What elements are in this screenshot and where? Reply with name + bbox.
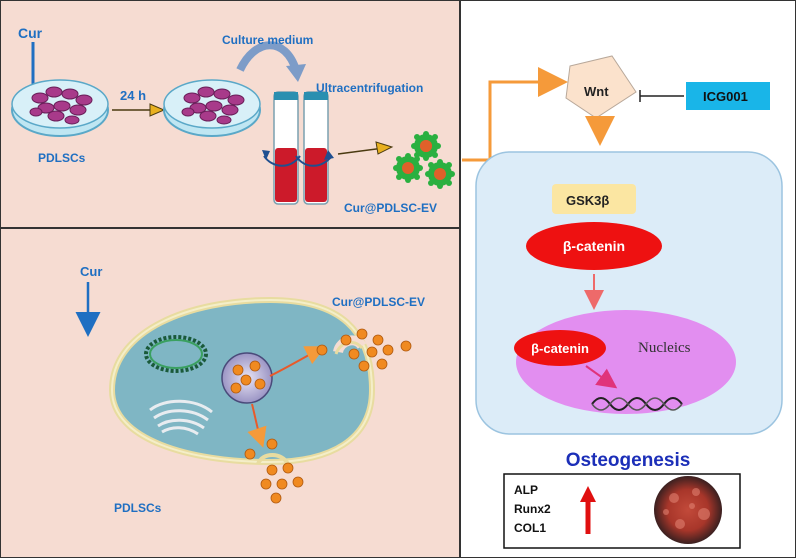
collection-arrow xyxy=(337,141,394,155)
staining-texture xyxy=(663,488,710,529)
centrifuge-tubes xyxy=(262,91,334,205)
cur-pdlsc-ev-label-top: Cur@PDLSC-EV xyxy=(344,201,437,215)
beta-catenin-label: β-catenin xyxy=(563,238,625,254)
culture-dish-treated xyxy=(163,79,261,137)
dna-helix-icon xyxy=(591,397,683,411)
marker-alp: ALP xyxy=(514,483,538,497)
cur-label-top: Cur xyxy=(18,25,43,41)
marker-runx2: Runx2 xyxy=(514,502,551,516)
released-vesicles xyxy=(244,328,412,504)
golgi-apparatus xyxy=(149,399,213,436)
wnt-node xyxy=(565,55,637,119)
cur-label-bottom: Cur xyxy=(80,264,102,279)
ultracentrifugation-label: Ultracentrifugation xyxy=(316,81,423,95)
beta-catenin-cytoplasm xyxy=(526,222,662,270)
wnt-label: Wnt xyxy=(584,84,609,99)
beta-catenin-nuclear-label: β-catenin xyxy=(531,341,589,356)
beta-catenin-nuclear xyxy=(514,330,606,366)
membrane-budding-bottom xyxy=(256,453,290,466)
nucleus-label: Nucleics xyxy=(638,340,691,356)
ev-to-wnt-connector xyxy=(462,67,568,162)
icg001-box xyxy=(686,82,770,110)
culture-dish-initial xyxy=(11,79,109,137)
incubation-time-label: 24 h xyxy=(120,88,146,103)
cur-pdlsc-ev-label-bottom: Cur@PDLSC-EV xyxy=(332,295,425,309)
gsk3b-box xyxy=(552,184,636,214)
secretion-arrow-down xyxy=(247,403,267,448)
upregulation-arrow-icon xyxy=(580,486,596,534)
transcription-arrow xyxy=(585,365,618,389)
marker-col1: COL1 xyxy=(514,521,546,535)
gsk3b-label: GSK3β xyxy=(566,193,609,208)
inhibition-bar xyxy=(639,90,684,102)
pdlscs-label-top: PDLSCs xyxy=(38,151,86,165)
multivesicular-body xyxy=(221,352,273,404)
endoplasmic-reticulum xyxy=(144,335,208,373)
incubation-arrow xyxy=(112,103,166,117)
icg001-label: ICG001 xyxy=(703,89,748,104)
culture-medium-label: Culture medium xyxy=(222,33,313,47)
osteogenesis-label: Osteogenesis xyxy=(566,450,691,471)
medium-transfer-arrow xyxy=(236,41,306,82)
alizarin-staining-image xyxy=(654,476,722,544)
pdlscs-label-bottom: PDLSCs xyxy=(114,501,162,515)
extracellular-vesicles-top xyxy=(393,131,455,189)
